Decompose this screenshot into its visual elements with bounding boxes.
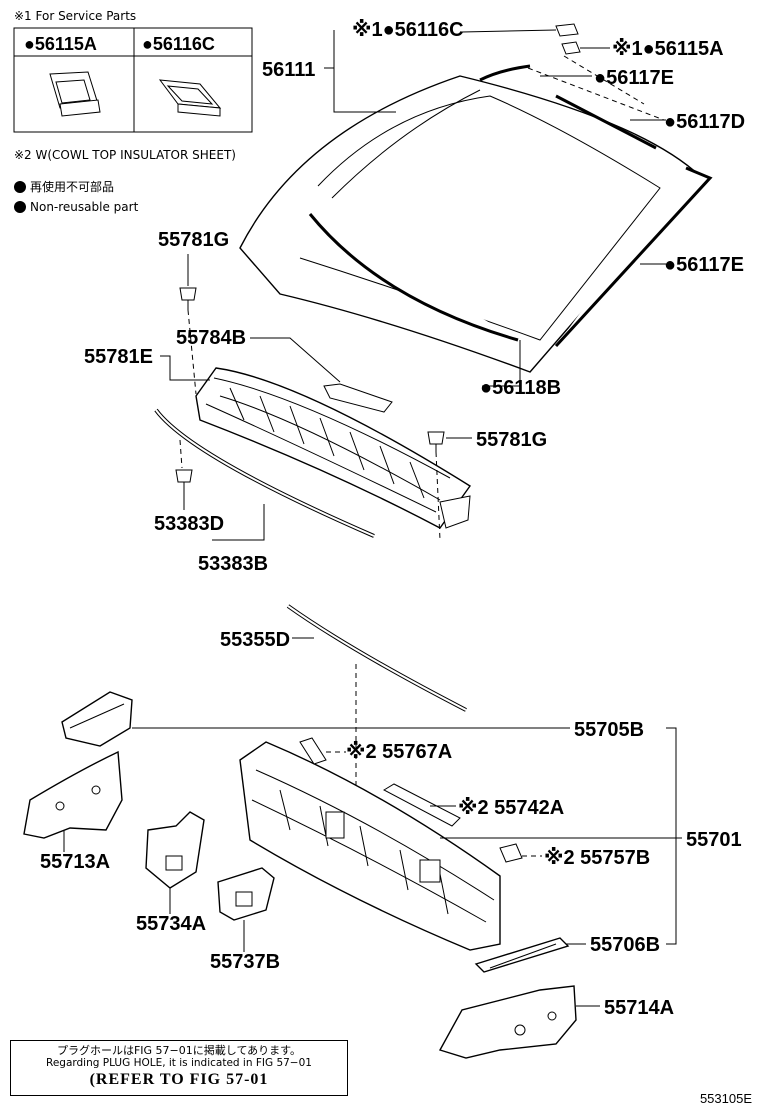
label-55784B: 55784B [176, 327, 246, 349]
cowl-louver-55781E [195, 367, 472, 529]
sheet-55742A [382, 783, 461, 827]
label-56115A: ※1●56115A [612, 38, 724, 60]
label-56118B: ●56118B [480, 377, 561, 399]
seal-55355D [286, 604, 467, 712]
part-56116C-sketch [158, 79, 222, 117]
label-55737B: 55737B [210, 951, 280, 973]
clip-55781G-mid [427, 431, 445, 452]
label-55701: 55701 [686, 829, 742, 851]
note-ref-link[interactable]: (REFER TO FIG 57-01 [89, 1071, 269, 1088]
part-56115A-sketch [49, 71, 101, 117]
windshield-glass-56111 [239, 64, 713, 373]
label-56116C: ※1●56116C [352, 19, 464, 41]
bracket-55734A [145, 811, 205, 889]
service-col2-label: ●56116C [142, 34, 215, 54]
label-55781G-top: 55781G [158, 229, 229, 251]
label-55767A: ※2 55767A [346, 741, 452, 763]
legend-note2: ※2 W(COWL TOP INSULATOR SHEET) [14, 148, 236, 162]
clip-56116C [555, 23, 579, 37]
bracket-55706B [474, 937, 570, 973]
label-56117E-right: ●56117E [664, 254, 744, 276]
label-56111: 56111 [262, 59, 315, 81]
dash-panel-55701 [239, 741, 501, 951]
label-56117E-top: ●56117E [594, 67, 674, 89]
label-53383D: 53383D [154, 513, 224, 535]
clip-56115A [561, 41, 581, 55]
bracket-55705B [61, 691, 133, 747]
label-55781G-mid: 55781G [476, 429, 547, 451]
legend-dot-icon [14, 201, 26, 213]
bracket-55714A [438, 985, 577, 1059]
legend-en-text: Non-reusable part [30, 200, 139, 214]
bracket-55713A [23, 750, 123, 839]
note-en-text: Regarding PLUG HOLE, it is indicated in … [46, 1057, 312, 1069]
note-jp-text: プラグホールはFIG 57−01に掲載してあります。 [56, 1044, 302, 1057]
label-55734A: 55734A [136, 913, 206, 935]
sheet-55767A [299, 737, 327, 765]
legend-jp: 再使用不可部品 [14, 178, 114, 195]
label-55705B: 55705B [574, 719, 644, 741]
legend-en: Non-reusable part [14, 200, 138, 214]
label-55781E: 55781E [84, 346, 153, 368]
service-parts-box: ●56115A ●56116C [13, 27, 253, 133]
figure-number: 553105E [699, 1091, 752, 1106]
label-55706B: 55706B [590, 934, 660, 956]
service-parts-title: ※1 For Service Parts [14, 9, 137, 23]
label-55355D: 55355D [220, 629, 290, 651]
label-55713A: 55713A [40, 851, 110, 873]
service-col1-label: ●56115A [24, 34, 97, 54]
sheet-55757B [499, 843, 523, 863]
label-56117D: ●56117D [664, 111, 745, 133]
legend-note2-text: ※2 W(COWL TOP INSULATOR SHEET) [14, 148, 236, 162]
reference-note-box: プラグホールはFIG 57−01に掲載してあります。 Regarding PLU… [10, 1040, 348, 1096]
clip-55781G-top [179, 287, 197, 310]
label-55757B: ※2 55757B [544, 847, 650, 869]
weatherstrip-53383B [154, 408, 375, 538]
legend-dot-icon [14, 180, 26, 193]
clip-53383D [175, 469, 193, 492]
bracket-55737B [217, 867, 275, 921]
label-53383B: 53383B [198, 553, 268, 575]
label-55742A: ※2 55742A [458, 797, 564, 819]
legend-jp-text: 再使用不可部品 [30, 180, 115, 194]
label-55714A: 55714A [604, 997, 674, 1019]
seal-55784B [323, 383, 393, 413]
